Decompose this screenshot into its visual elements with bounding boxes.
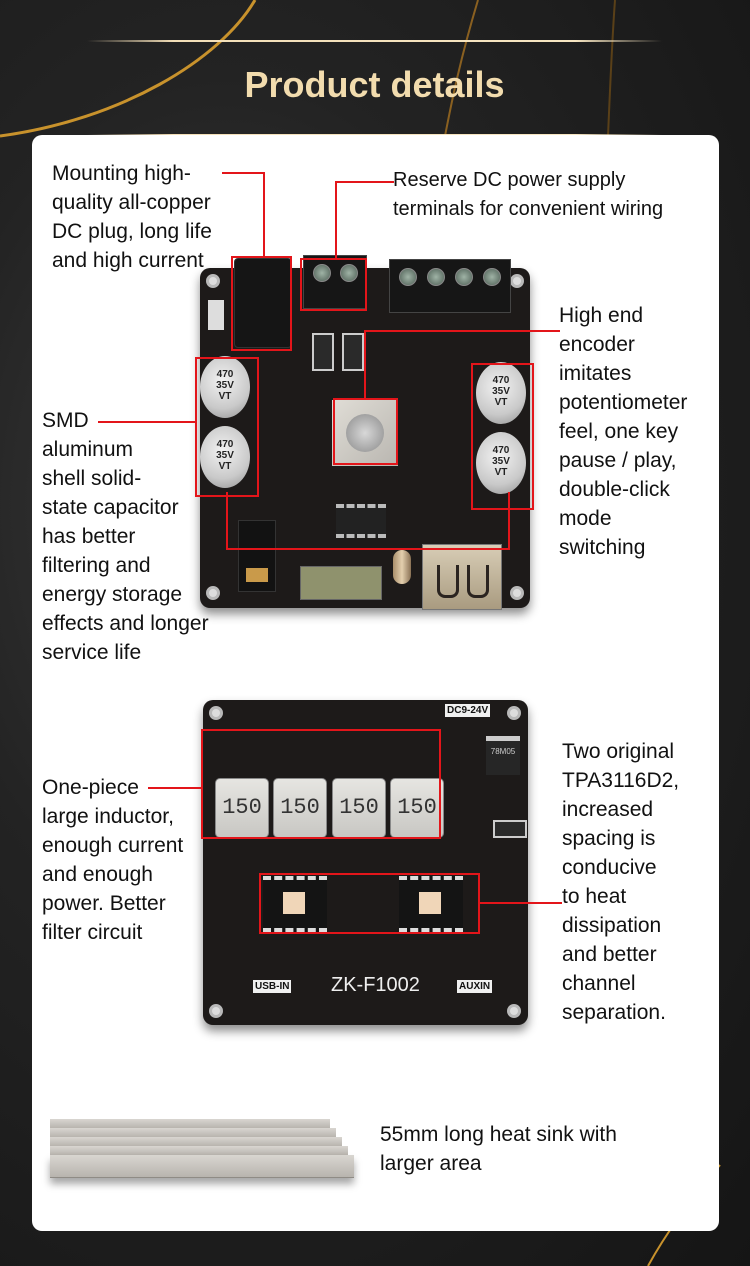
- smd-block: [208, 300, 224, 330]
- smd-diode: [312, 333, 334, 371]
- smd-diode: [342, 333, 364, 371]
- screw: [455, 268, 473, 286]
- mount-hole: [510, 274, 524, 288]
- screw: [399, 268, 417, 286]
- encoder-knob: [346, 414, 384, 452]
- pcb-front: 470 35V VT 470 35V VT 470 35V VT 470 35V…: [200, 258, 530, 610]
- highlight-amp-chips: [259, 873, 480, 934]
- mount-hole: [507, 1004, 521, 1018]
- regulator-label: 78M05: [490, 747, 516, 756]
- gold-arc-right: [444, 0, 479, 137]
- model-label: ZK-F1002: [331, 974, 420, 996]
- terminal-block-4pin: [389, 259, 511, 313]
- leader-dc-plug-v: [263, 172, 265, 258]
- voltage-regulator: 78M05: [486, 736, 520, 775]
- inductor-value: 150: [397, 795, 437, 820]
- screw: [483, 268, 501, 286]
- highlight-right-caps: [471, 363, 534, 510]
- usb-contact: [437, 565, 459, 598]
- callout-dc-terminals: Reserve DC power supply terminals for co…: [393, 169, 664, 220]
- thermal-pad: [283, 892, 305, 914]
- mount-hole: [206, 274, 220, 288]
- heat-sink: [50, 1119, 368, 1179]
- terminal-block-2pin: [303, 255, 367, 309]
- aux-in-label: AUXIN: [457, 980, 493, 993]
- capacitor: 470 35V VT: [476, 432, 526, 494]
- callout-chips: Two original TPA3116D2, increased spacin…: [562, 740, 680, 1024]
- encoder-leader-top: [365, 330, 560, 332]
- usb-contact: [467, 565, 489, 598]
- inductor-value: 150: [222, 795, 262, 820]
- screw: [313, 264, 331, 282]
- capacitor: 470 35V VT: [476, 362, 526, 424]
- page-title: Product details: [244, 64, 505, 105]
- capacitor-label: 470 35V VT: [216, 369, 234, 402]
- thermal-pad: [419, 892, 441, 914]
- mount-hole: [209, 1004, 223, 1018]
- gold-arc-left: [0, 0, 257, 138]
- callout-dc-plug: Mounting high- quality all-copper DC plu…: [52, 162, 212, 272]
- highlight-encoder: [333, 398, 398, 465]
- bluetooth-module: [300, 566, 382, 600]
- leader-inductor-h: [148, 787, 202, 789]
- usb-port: [422, 544, 502, 610]
- mount-hole: [507, 706, 521, 720]
- mount-hole: [510, 586, 524, 600]
- mount-hole: [206, 586, 220, 600]
- capacitor-label: 470 35V VT: [492, 375, 510, 408]
- screw: [340, 264, 358, 282]
- inductor: 150: [390, 778, 444, 838]
- mount-hole: [209, 706, 223, 720]
- crystal: [393, 550, 411, 584]
- callout-inductor: One-piece large inductor, enough current…: [42, 776, 184, 944]
- leader-terminals-v: [335, 181, 337, 259]
- highlight-inductors: [201, 729, 441, 839]
- audio-jack-tab: [246, 568, 268, 582]
- leader-dc-plug-h: [222, 172, 265, 174]
- dc-jack: [234, 258, 292, 348]
- capacitor: 470 35V VT: [200, 356, 250, 418]
- highlight-dc-terminals: [300, 258, 367, 311]
- highlight-lower-region: [226, 492, 510, 550]
- header: Product details: [87, 40, 662, 138]
- pcb-back: DC9-24V 78M05 150 150 150 150 USB-IN ZK-…: [203, 700, 528, 1025]
- usb-in-label: USB-IN: [253, 980, 292, 993]
- encoder: [332, 400, 398, 466]
- capacitor: 470 35V VT: [200, 426, 250, 488]
- capacitor-label: 470 35V VT: [216, 439, 234, 472]
- leader-chips-h: [480, 902, 562, 904]
- voltage-label: DC9-24V: [445, 704, 491, 717]
- heat-sink-fin: [50, 1155, 354, 1178]
- amp-chip-right: [399, 876, 463, 932]
- callout-heatsink: 55mm long heat sink with larger area: [380, 1123, 617, 1175]
- highlight-dc-jack: [231, 256, 292, 351]
- amp-chip-left: [263, 876, 327, 932]
- callout-encoder: High end encoder imitates potentiometer …: [559, 304, 688, 559]
- leader-terminals-h: [335, 181, 394, 183]
- encoder-leader-v: [364, 330, 366, 398]
- leader-capacitor-h: [98, 421, 196, 423]
- inductor-value: 150: [280, 795, 320, 820]
- inductor-value: 150: [339, 795, 379, 820]
- title-line-top: [87, 40, 662, 42]
- capacitor-label: 470 35V VT: [492, 445, 510, 478]
- inductor: 150: [273, 778, 327, 838]
- callout-capacitor: SMD aluminum shell solid- state capacito…: [42, 409, 209, 664]
- gold-arc-edge: [607, 0, 616, 137]
- ic-chip: [336, 504, 386, 538]
- screw: [427, 268, 445, 286]
- smd-diode: [493, 820, 527, 838]
- inductor: 150: [215, 778, 269, 838]
